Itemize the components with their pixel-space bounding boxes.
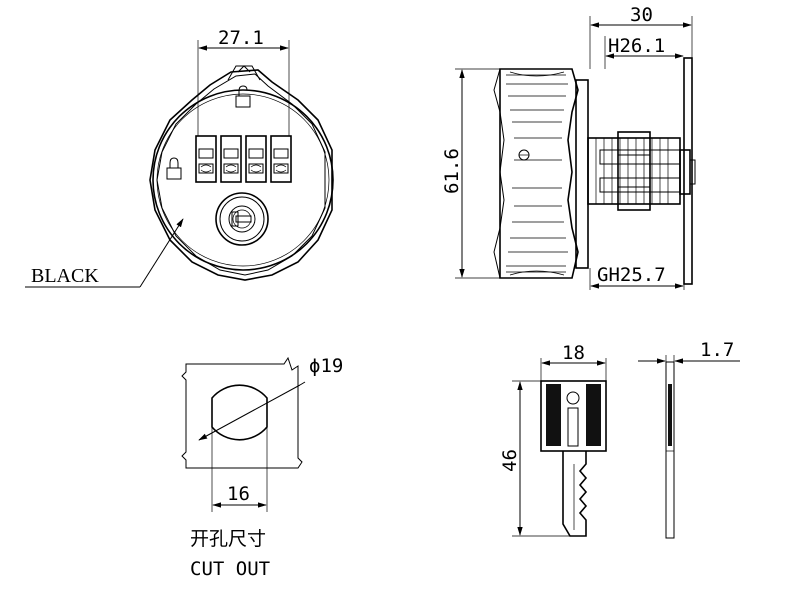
lock-icon bbox=[166, 157, 182, 180]
cutout-title-cn: 开孔尺寸 bbox=[190, 528, 266, 550]
key-cylinder bbox=[215, 192, 269, 246]
threaded-shank bbox=[587, 131, 696, 211]
total-depth-text: 30 bbox=[630, 4, 653, 26]
dial-wheel bbox=[270, 135, 292, 183]
total-depth-dimension: 30 bbox=[589, 4, 693, 69]
color-label: BLACK bbox=[31, 265, 99, 287]
front-outer-body bbox=[149, 69, 333, 281]
front-view: 27.1 BLACK bbox=[25, 27, 334, 288]
key-thickness-dim-text: 1.7 bbox=[700, 339, 734, 361]
side-knob-body bbox=[499, 68, 579, 279]
key-length-dim-text: 46 bbox=[499, 449, 521, 472]
cutout-hole bbox=[211, 384, 268, 441]
height-dimension: 61.6 bbox=[441, 68, 500, 279]
cutout-view: ϕ19 16 开孔尺寸 CUT OUT bbox=[181, 355, 343, 580]
gh-dim-text: GH25.7 bbox=[597, 264, 666, 286]
key-blade bbox=[562, 451, 588, 537]
panel-outline bbox=[181, 356, 303, 469]
dial-wheel bbox=[195, 135, 217, 183]
key-view: 18 46 1.7 bbox=[499, 339, 740, 539]
flat-width-dim-text: 16 bbox=[227, 483, 250, 505]
cam-bar bbox=[683, 57, 693, 285]
side-view: 30 H26.1 61.6 GH25.7 bbox=[441, 4, 696, 290]
width-dimension: 27.1 bbox=[197, 27, 290, 136]
cutout-title-en: CUT OUT bbox=[190, 558, 270, 580]
diameter-dim-text: ϕ19 bbox=[309, 355, 343, 377]
front-face-circle bbox=[152, 89, 334, 271]
dial-wheel bbox=[245, 135, 267, 183]
h-dim-text: H26.1 bbox=[608, 35, 665, 57]
gh-dimension: GH25.7 bbox=[589, 264, 685, 290]
key-width-dim-text: 18 bbox=[562, 342, 585, 364]
combination-dials bbox=[195, 135, 292, 183]
h-dimension: H26.1 bbox=[604, 35, 684, 69]
height-dim-text: 61.6 bbox=[441, 148, 463, 194]
color-callout: BLACK bbox=[25, 218, 184, 288]
dial-wheel bbox=[220, 135, 242, 183]
key-head bbox=[540, 380, 607, 452]
width-dim-text: 27.1 bbox=[218, 27, 264, 49]
unlock-icon bbox=[235, 85, 251, 108]
key-side-profile bbox=[665, 361, 675, 539]
